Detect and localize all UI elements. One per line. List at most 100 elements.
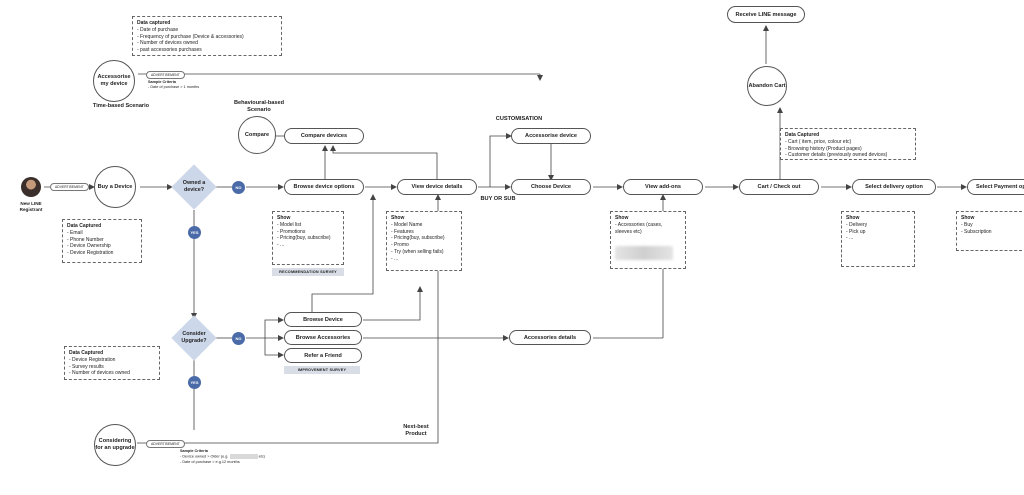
recommendation-survey-banner: RECOMMENDATION SURVEY (272, 268, 344, 276)
cart-checkout-node: Cart / Check out (739, 179, 819, 195)
note-item: - Cart ( item, price, colour etc) (785, 138, 852, 145)
advertisement-tag: ADVERTISEMENT (146, 71, 185, 79)
note-item: - Model list (277, 221, 302, 228)
note-item: - Try (when selling fails) (391, 248, 444, 255)
note-item: - Accessories (cases, (615, 221, 663, 228)
cart-data-captured-note: Data Captured - Cart ( item, price, colo… (780, 128, 916, 160)
note-title: Show (615, 215, 629, 221)
buy-or-sub-label: BUY OR SUB (480, 196, 516, 202)
note-item: - Date of purchase (137, 26, 179, 33)
note-item: - Number of devices owned (137, 40, 198, 47)
considering-for-an-upgrade-node: Considering for an upgrade (94, 424, 136, 466)
note-title: Data Captured (785, 132, 820, 138)
accessorise-data-captured-note: Data captured - Date of purchase - Frequ… (132, 16, 282, 56)
criteria-line: - Date of purchase > 1 months (148, 85, 200, 90)
details-show-note: Show - Model Name - Features - Pricing(b… (386, 211, 462, 271)
note-item: - Pick up (846, 228, 866, 235)
next-best-product-label: Next-best Product (403, 424, 429, 438)
decision-label: Owned a device? (182, 179, 206, 193)
note-item: - Survey results (69, 363, 104, 370)
yes-dot: YES (188, 226, 201, 239)
user-avatar-icon (21, 177, 41, 197)
browse-show-note: Show - Model list - Promotions - Pricing… (272, 211, 344, 265)
note-title: Data captured (137, 20, 171, 26)
note-title: Data Captured (67, 223, 102, 229)
new-line-registrant-label: New LINE Registrant (19, 201, 43, 212)
note-item: - Pricing(buy, subscribe) (391, 235, 445, 242)
view-add-ons-node: View add-ons (623, 179, 703, 195)
note-item: - Browsing history (Product pages) (785, 145, 862, 152)
improvement-survey-banner: IMPROVEMENT SURVEY (284, 366, 360, 374)
note-item: - Device Registration (69, 356, 116, 363)
no-dot: NO (232, 181, 245, 194)
advertisement-tag: ADVERTISEMENT (146, 440, 185, 448)
choose-device-node: Choose Device (511, 179, 591, 195)
behavioural-scenario-label: Behavioural-based Scenario (233, 100, 285, 114)
sample-criteria-bottom: Sample Criteria - Device owned > Older (… (180, 449, 300, 465)
select-payment-option-node: Select Payment op (967, 179, 1024, 195)
criteria-text: etc) (258, 454, 265, 459)
note-item: - Subscription (961, 228, 992, 235)
note-item: - Promo (391, 242, 409, 248)
addons-show-note: Show - Accessories (cases, sleeves etc) (610, 211, 686, 269)
owned-a-device-decision: Owned a device? (171, 164, 217, 210)
customisation-label: CUSTOMISATION (495, 116, 543, 122)
criteria-line: - Date of purchase > e.g.12 months (180, 460, 240, 465)
redacted-content (229, 454, 258, 460)
note-title: Show (391, 215, 405, 221)
note-item: - Buy (961, 221, 973, 228)
yes-dot: YES (188, 376, 201, 389)
note-item: - Email (67, 229, 83, 236)
select-delivery-option-node: Select delivery option (852, 179, 936, 195)
payment-show-note: Show - Buy - Subscription (956, 211, 1022, 251)
abandon-cart-node: Abandon Cart (747, 66, 787, 106)
refer-a-friend-node: Refer a Friend (284, 348, 362, 363)
criteria-text: - Device owned > Older (e.g. (180, 454, 229, 459)
delivery-show-note: Show - Delivery - Pick up - ... (841, 211, 915, 267)
criteria-title: Sample Criteria (148, 80, 176, 84)
note-item: - Features (391, 228, 414, 235)
note-title: Data Captured (69, 350, 104, 356)
accessorise-device-node: Accessorise device (511, 128, 591, 144)
note-item: - ... (846, 235, 854, 242)
advertisement-tag: ADVERTISEMENT (50, 183, 89, 191)
browse-accessories-node: Browse Accessories (284, 330, 362, 345)
upgrade-data-captured-note: Data Captured - Device Registration - Su… (64, 346, 160, 380)
accessorise-my-device-node: Accessorise my device (93, 60, 135, 102)
buy-data-captured-note: Data Captured - Email - Phone Number - D… (62, 219, 142, 263)
note-item: - Model Name (391, 221, 423, 228)
compare-node: Compare (238, 116, 276, 154)
compare-devices-node: Compare devices (284, 128, 364, 144)
view-device-details-node: View device details (397, 179, 477, 195)
note-title: Show (961, 215, 975, 221)
no-dot: NO (232, 332, 245, 345)
note-item: - Pricing(buy, subscribe) (277, 235, 331, 242)
note-title: Show (846, 215, 860, 221)
sample-criteria-top: Sample Criteria - Date of purchase > 1 m… (148, 80, 258, 91)
note-item: - Delivery (846, 221, 868, 228)
receive-line-message-node: Receive LINE message (727, 6, 805, 23)
accessories-details-node: Accessories details (509, 330, 591, 345)
note-item: - Number of devices owned (69, 370, 130, 377)
criteria-title: Sample Criteria (180, 449, 208, 453)
browse-device-node: Browse Device (284, 312, 362, 327)
note-item: - Phone Number (67, 236, 104, 243)
note-item: - ... (277, 242, 285, 248)
note-item: - ... (391, 255, 399, 262)
note-item: - Promotions (277, 228, 306, 235)
buy-a-device-node: Buy a Device (94, 166, 136, 208)
consider-upgrade-decision: Consider Upgrade? (171, 315, 217, 361)
note-item: - Customer details (previously owned dev… (785, 152, 888, 159)
time-based-scenario-label: Time-based Scenario (92, 103, 150, 109)
note-item: sleeves etc) (615, 228, 642, 235)
note-item: - Device Ownership (67, 243, 111, 250)
browse-device-options-node: Browse device options (284, 179, 364, 195)
note-title: Show (277, 215, 291, 221)
note-item: - past accessories purchases (137, 47, 202, 53)
criteria-line: - Device owned > Older (e.g. etc) (180, 454, 300, 460)
note-item: - Frequency of purchase (Device & access… (137, 33, 244, 40)
decision-label: Consider Upgrade? (181, 330, 207, 344)
note-item: - Device Registration (67, 250, 114, 256)
redacted-content (615, 246, 673, 260)
